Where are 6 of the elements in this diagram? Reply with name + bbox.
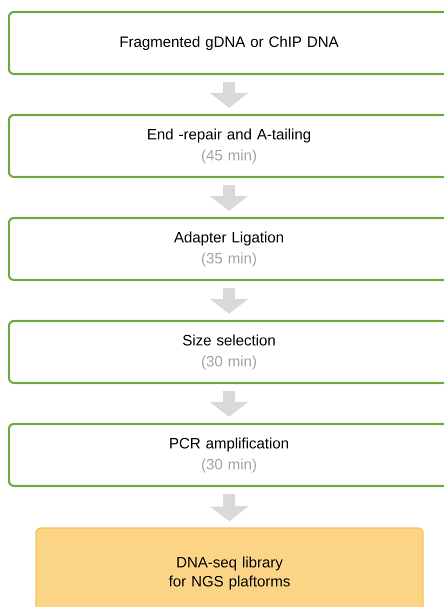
process-box: Fragmented gDNA or ChIP DNA bbox=[8, 10, 444, 76]
process-box: Size selection (30 min) bbox=[8, 320, 444, 384]
process-box: Adapter Ligation (35 min) bbox=[8, 216, 444, 282]
result-box: DNA-seq library for NGS plaftorms bbox=[35, 527, 424, 607]
process-box: PCR amplification (30 min) bbox=[8, 422, 444, 488]
process-box: End -repair and A-tailing (45 min) bbox=[8, 114, 444, 178]
